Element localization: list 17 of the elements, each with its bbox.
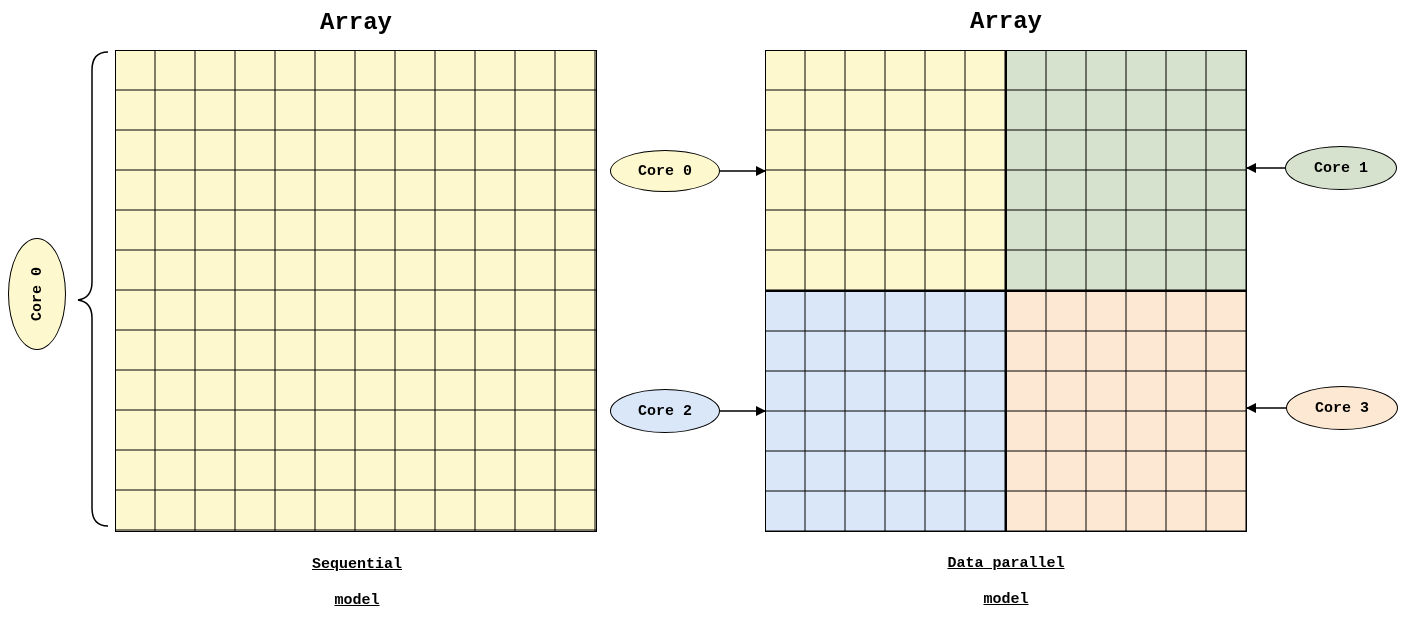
model-caption: Data parallel model <box>946 554 1066 610</box>
grid-quadrant <box>1006 291 1247 532</box>
arrow <box>719 166 766 176</box>
grid-quadrant <box>765 50 1006 291</box>
core-oval: Core 2 <box>610 389 720 433</box>
core-oval: Core 0 <box>610 150 720 192</box>
arrow <box>1246 403 1287 413</box>
arrow <box>1246 163 1286 173</box>
core-oval: Core 3 <box>1286 386 1398 430</box>
core-oval: Core 1 <box>1285 146 1397 190</box>
model-caption: Sequential model <box>311 555 403 611</box>
array-title: Array <box>319 9 393 36</box>
grid-quadrant <box>1006 50 1247 291</box>
core-oval: Core 0 <box>8 238 66 350</box>
grid-quadrant <box>765 291 1006 532</box>
array-title: Array <box>969 8 1043 35</box>
arrow <box>719 406 766 416</box>
